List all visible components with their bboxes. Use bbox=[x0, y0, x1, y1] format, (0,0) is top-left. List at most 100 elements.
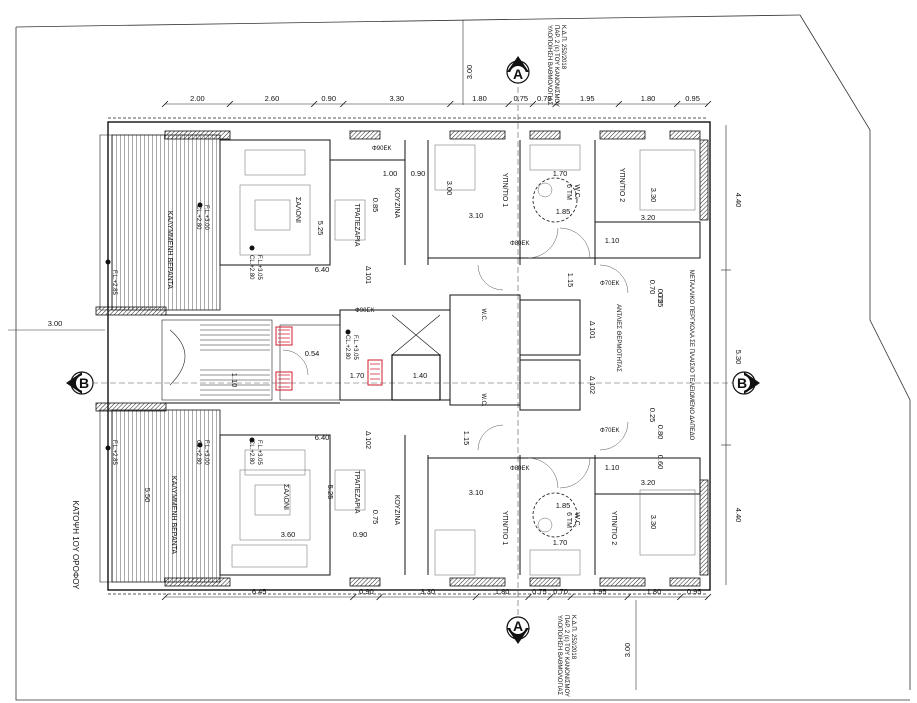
dim-0-60: 0.60 bbox=[656, 455, 665, 470]
room-ypnodomatio1-top: ΥΠΝ/ΤΙΟ 1 bbox=[501, 173, 508, 207]
door-tag-80-b: Φ80ΕΚ bbox=[510, 466, 529, 472]
bottom-dim-label-2: 3.30 bbox=[420, 587, 435, 596]
level-fl-top: F.L.+3.05 bbox=[256, 255, 262, 281]
apartment-label-right-top: Δ 101 bbox=[588, 321, 595, 339]
dim-3-30-bottom: 3.30 bbox=[649, 515, 658, 530]
section-mark-b-right: B bbox=[732, 371, 760, 395]
room-wc-bottom: W.C. bbox=[573, 512, 580, 527]
dim-1-10-bottom: 1.10 bbox=[605, 463, 620, 472]
room-kouzina-top: ΚΟΥΖΙΝΑ bbox=[393, 188, 400, 219]
room-veranda-top: ΚΑΛΥΜΜΕΝΗ ΒΕΡΑΝΤΑ bbox=[166, 211, 173, 290]
bottom-dim-label-3: 1.80 bbox=[495, 587, 510, 596]
top-dim-tick bbox=[226, 100, 234, 108]
top-dim-tick bbox=[673, 100, 681, 108]
furniture bbox=[231, 144, 696, 576]
svg-text:B: B bbox=[737, 375, 747, 391]
dim-1-40: 1.40 bbox=[413, 371, 428, 380]
apartment-label-bottom: Δ 102 bbox=[364, 431, 371, 449]
top-dim-tick bbox=[446, 100, 454, 108]
bottom-dim-label-4: 0.75 bbox=[532, 587, 547, 596]
bottom-dim-tick bbox=[525, 593, 532, 601]
top-dim-tick bbox=[615, 100, 623, 108]
level-cl-top: CL.+2.80 bbox=[248, 255, 254, 280]
dim-3-20-bottom: 3.20 bbox=[641, 478, 656, 487]
veranda-edge-bottom bbox=[99, 409, 113, 583]
dim-0-75: 0.75 bbox=[371, 510, 380, 525]
dim-1-15-bottom: 1.15 bbox=[462, 431, 471, 446]
svg-text:A: A bbox=[513, 66, 523, 82]
building-outline bbox=[107, 121, 711, 591]
top-dim-tick bbox=[552, 100, 559, 108]
bottom-dim-tick bbox=[704, 593, 712, 601]
level-fl-edge-bottom: F.L.+2.85 bbox=[111, 440, 117, 466]
dim-0-85: 0.85 bbox=[371, 198, 380, 213]
room-wc-area-bottom: 6 ΤΜ bbox=[565, 512, 572, 528]
planning-stamp-bottom: Κ.Δ.Π. 252/2018 ΠΑΡ. 2 (ε) ΤΟΥ ΚΑΝΟΝΙΣΜΟ… bbox=[556, 615, 576, 697]
bottom-dim-tick bbox=[547, 593, 554, 601]
dim-1-70-top: 1.70 bbox=[553, 169, 568, 178]
room-wc-area-top: 6 ΤΜ bbox=[565, 184, 572, 200]
svg-text:ΥΛΟΠΟΙΗΣΗ ΒΑΘΜΟΛΟΓΙΑΣ: ΥΛΟΠΟΙΗΣΗ ΒΑΘΜΟΛΟΓΙΑΣ bbox=[556, 615, 562, 695]
top-dim-label-3: 3.30 bbox=[389, 94, 404, 103]
dim-0-75-right: 0.75 bbox=[656, 289, 665, 304]
top-dim-label-0: 2.00 bbox=[190, 94, 205, 103]
top-dim-label-8: 1.80 bbox=[641, 94, 656, 103]
dim-0-70: 0.70 bbox=[648, 280, 657, 295]
plot-boundary-right bbox=[799, 14, 911, 690]
door-tag-90-b: Φ90ΕΚ bbox=[355, 308, 374, 314]
level-cl-veranda-bottom: CL.+2.80 bbox=[195, 440, 201, 465]
svg-text:Κ.Δ.Π. 252/2018: Κ.Δ.Π. 252/2018 bbox=[560, 25, 566, 70]
dim-3-10-top: 3.10 bbox=[469, 211, 484, 220]
svg-text:ΠΑΡ. 2 (ε) ΤΟΥ ΚΑΝΟΝΙΣΜΟΥ: ΠΑΡ. 2 (ε) ΤΟΥ ΚΑΝΟΝΙΣΜΟΥ bbox=[563, 615, 569, 697]
veranda-edge-top bbox=[99, 134, 113, 311]
top-dim-tick bbox=[505, 100, 512, 108]
right-dim-3: 4.40 bbox=[734, 508, 743, 523]
planning-stamp-top: Κ.Δ.Π. 252/2018 ΠΑΡ. 2 (ε) ΤΟΥ ΚΑΝΟΝΙΣΜΟ… bbox=[546, 25, 566, 107]
bottom-dim-label-8: 0.95 bbox=[687, 587, 702, 596]
top-dim-label-5: 0.75 bbox=[513, 94, 528, 103]
dim-0-54: 0.54 bbox=[305, 349, 320, 358]
bottom-dim-tick bbox=[624, 593, 632, 601]
dim-0-25-top: 0.25 bbox=[656, 293, 665, 308]
level-fl-edge-top: F.L.+2.85 bbox=[111, 270, 117, 296]
dim-1-15-top: 1.15 bbox=[566, 273, 575, 288]
section-mark-a-top: A bbox=[506, 56, 530, 84]
door-tag-70-a: Φ70ΕΚ bbox=[600, 281, 619, 287]
walls bbox=[95, 130, 709, 587]
room-ypnodomatio1-bottom: ΥΠΝ/ΤΙΟ 1 bbox=[501, 511, 508, 545]
bottom-dim-tick bbox=[161, 593, 169, 601]
top-dim-tick bbox=[310, 100, 318, 108]
elevator-cross-2 bbox=[391, 314, 441, 356]
staircase bbox=[161, 319, 341, 401]
bottom-dim-tick bbox=[376, 593, 383, 601]
top-dim-label-2: 0.90 bbox=[321, 94, 336, 103]
dim-0-90-bottom: 0.90 bbox=[353, 530, 368, 539]
section-mark-a-bottom: A bbox=[506, 616, 530, 644]
bottom-dim-label-0: 6.45 bbox=[252, 587, 267, 596]
level-cl-stair: CL.+2.80 bbox=[344, 335, 350, 360]
red-riser-stripes bbox=[278, 329, 380, 388]
bottom-dim-tick bbox=[567, 593, 575, 601]
top-offset-dim: 3.00 bbox=[465, 65, 474, 80]
svg-text:ΠΑΡ. 2 (ε) ΤΟΥ ΚΑΝΟΝΙΣΜΟΥ: ΠΑΡ. 2 (ε) ΤΟΥ ΚΑΝΟΝΙΣΜΟΥ bbox=[553, 25, 559, 107]
svg-text:A: A bbox=[513, 618, 523, 634]
bottom-offset-dim: 3.00 bbox=[623, 643, 632, 658]
dim-1-00: 1.00 bbox=[383, 169, 398, 178]
dim-0-80: 0.80 bbox=[656, 425, 665, 440]
bottom-dim-label-7: 1.80 bbox=[647, 587, 662, 596]
level-cl-veranda-top: CL.+2.80 bbox=[195, 205, 201, 230]
dim-0-90-top: 0.90 bbox=[411, 169, 426, 178]
door-tag-80-a: Φ80ΕΚ bbox=[510, 241, 529, 247]
right-dimension-chain: 4.40 5.30 4.40 bbox=[721, 125, 743, 585]
plot-boundary bbox=[15, 27, 910, 701]
dim-5-25-bottom: 5.25 bbox=[326, 485, 335, 500]
veranda-bottom bbox=[111, 409, 221, 583]
dim-1-10-top: 1.10 bbox=[605, 236, 620, 245]
door-swings bbox=[282, 227, 629, 489]
dim-1-70-stair: 1.70 bbox=[350, 371, 365, 380]
room-ypnodomatio2-top: ΥΠΝ/ΤΙΟ 2 bbox=[618, 168, 625, 202]
top-dim-tick bbox=[340, 100, 347, 108]
room-kouzina-bottom: ΚΟΥΖΙΝΑ bbox=[393, 495, 400, 526]
top-dim-label-6: 0.70 bbox=[537, 94, 552, 103]
